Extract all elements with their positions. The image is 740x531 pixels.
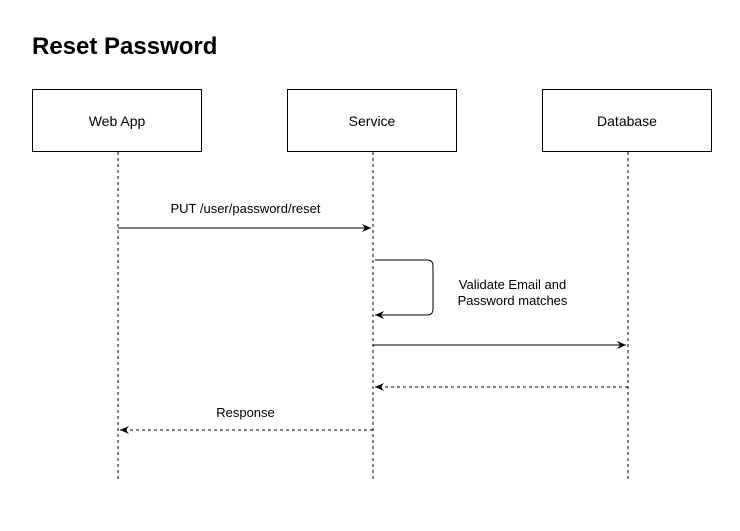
diagram-title: Reset Password: [32, 33, 218, 60]
participant-web-app: Web App: [32, 89, 202, 152]
participant-label: Database: [597, 112, 657, 129]
message-label-line: Validate Email and: [458, 277, 567, 292]
message-label-reset-request: PUT /user/password/reset: [170, 201, 321, 216]
message-label-line: Password matches: [457, 293, 568, 308]
participant-service: Service: [287, 89, 457, 152]
participant-label: Web App: [88, 112, 146, 129]
participant-label: Service: [348, 112, 396, 129]
message-label-self-validate: Validate Email and Password matches: [445, 277, 580, 309]
message-label-response: Response: [216, 405, 275, 420]
participant-database: Database: [542, 89, 712, 152]
message-arrow-self-validate: [375, 259, 434, 319]
